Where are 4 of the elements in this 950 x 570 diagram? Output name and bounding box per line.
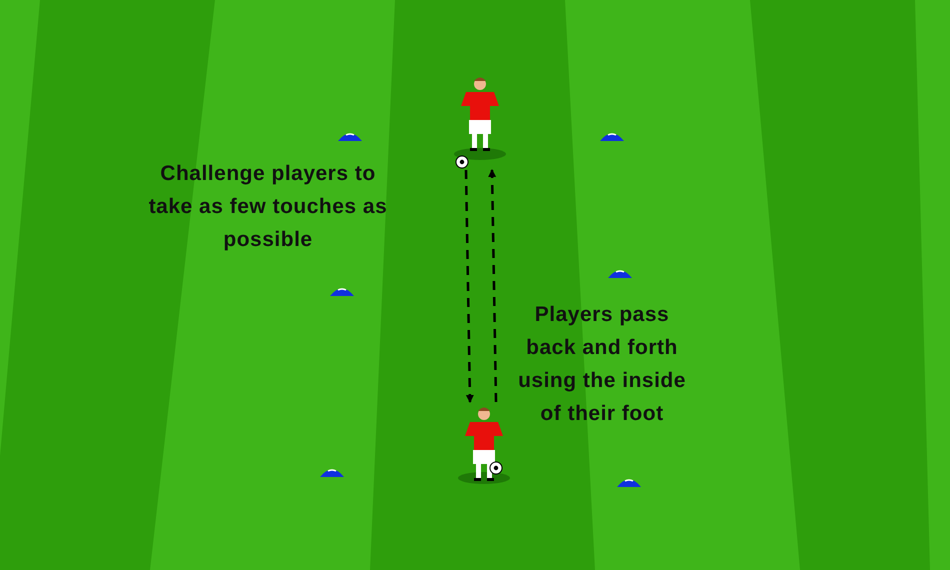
pass-arrow [488,169,498,402]
coaching-note: Challenge players to take as few touches as possible [148,161,388,253]
coaching-note: Players pass back and forth using the inside of their foot [517,302,687,427]
pass-arrow [464,170,474,403]
